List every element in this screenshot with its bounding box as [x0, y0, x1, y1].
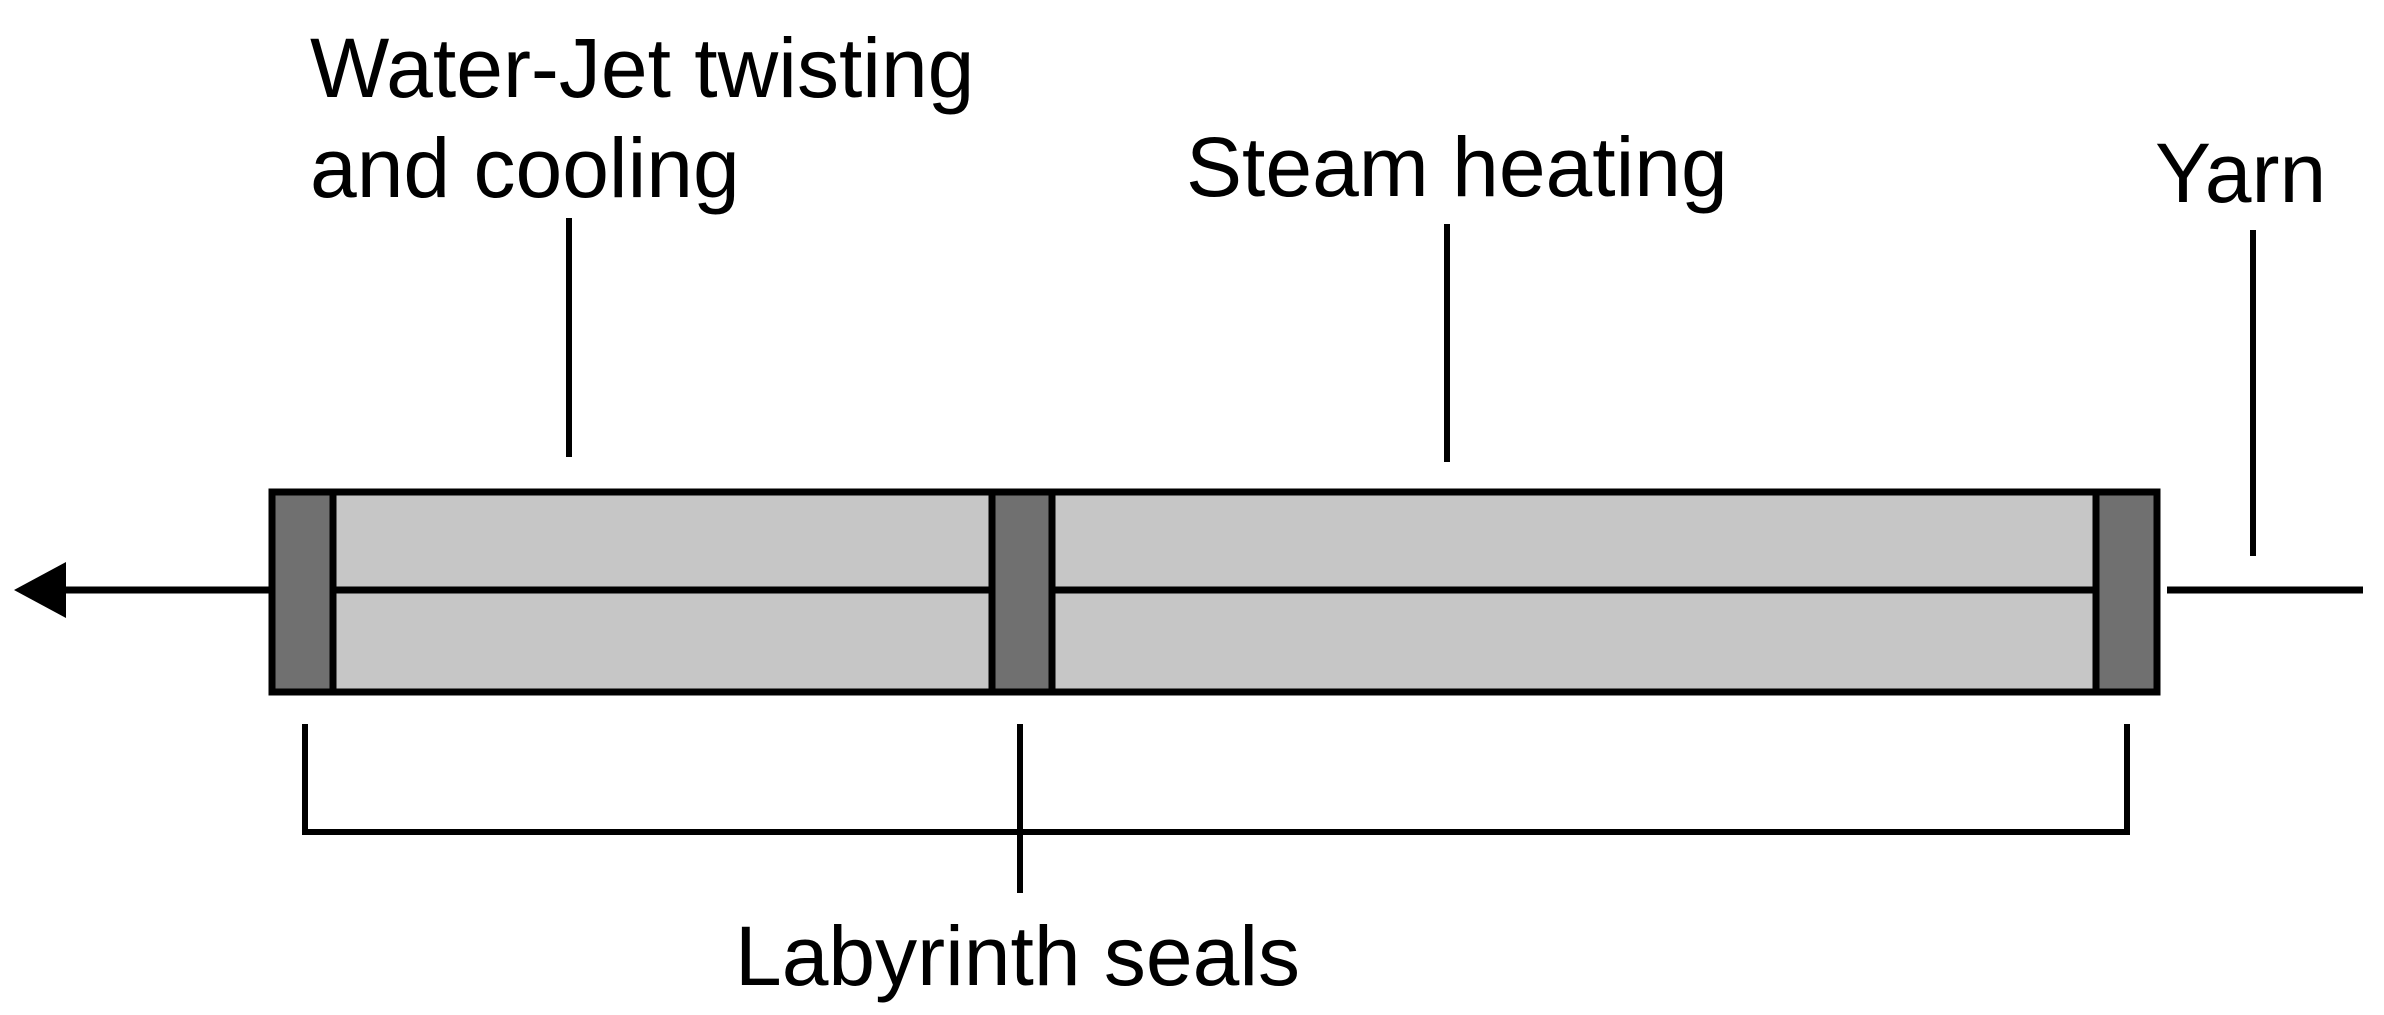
device-outline: [268, 488, 2161, 696]
water-jet-label-line1: Water-Jet twisting: [310, 21, 974, 115]
labyrinth-seal-left: [268, 488, 337, 696]
yarn-direction-arrowhead: [14, 562, 66, 618]
labyrinth-seals-label: Labyrinth seals: [735, 909, 1300, 1003]
steam-heating-label: Steam heating: [1186, 120, 1728, 214]
yarn-label: Yarn: [2155, 126, 2326, 220]
labyrinth-seal-middle: [988, 488, 1056, 696]
water-jet-label-line2: and cooling: [310, 121, 740, 215]
labyrinth-seal-right: [2092, 488, 2161, 696]
labyrinth-seals-bracket: [302, 724, 2130, 835]
